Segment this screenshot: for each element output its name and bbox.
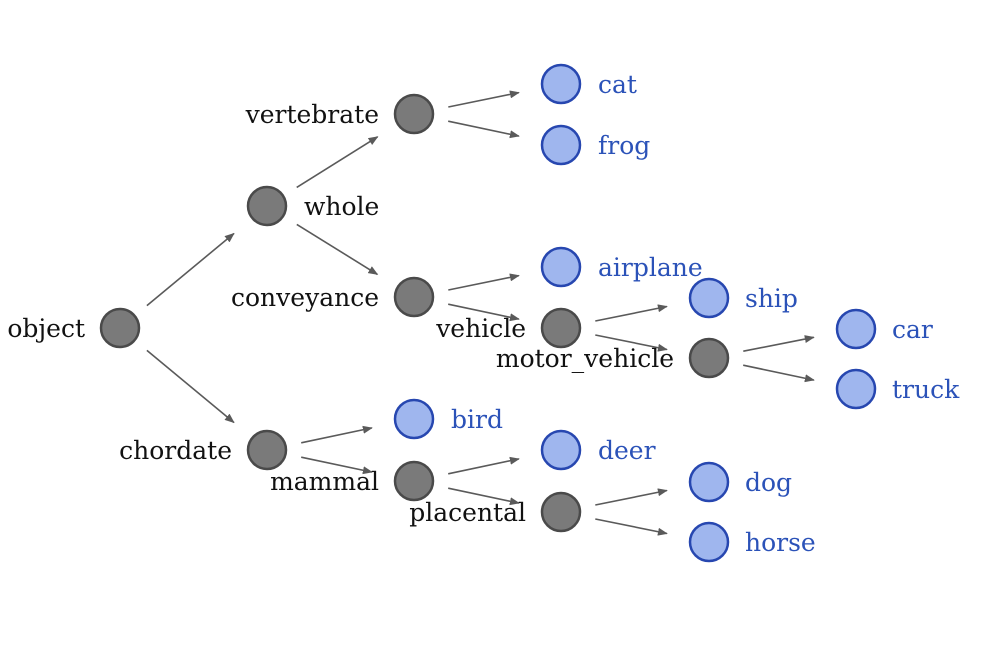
edge-placental-to-dog	[595, 488, 668, 506]
edge-mammal-to-deer	[448, 456, 520, 475]
node-truck	[835, 368, 877, 410]
node-label-vertebrate: vertebrate	[245, 100, 379, 129]
node-airplane	[540, 246, 582, 288]
edge-chordate-to-mammal	[301, 456, 373, 475]
node-label-airplane: airplane	[598, 253, 703, 282]
node-label-placental: placental	[409, 498, 526, 527]
node-label-car: car	[892, 315, 933, 344]
node-label-dog: dog	[745, 468, 792, 497]
node-label-bird: bird	[451, 405, 503, 434]
edge-vehicle-to-motor_vehicle	[595, 334, 668, 352]
node-chordate	[246, 429, 288, 471]
node-label-truck: truck	[892, 375, 960, 404]
edge-whole-to-conveyance	[296, 223, 379, 276]
edge-object-to-whole	[146, 232, 235, 307]
node-deer	[540, 429, 582, 471]
edge-conveyance-to-vehicle	[448, 303, 520, 322]
node-label-motor_vehicle: motor_vehicle	[496, 344, 674, 373]
edge-placental-to-horse	[595, 518, 668, 536]
node-label-horse: horse	[745, 528, 816, 557]
node-label-cat: cat	[598, 70, 637, 99]
node-label-chordate: chordate	[119, 436, 232, 465]
node-bird	[393, 398, 435, 440]
nodes-layer	[99, 63, 877, 563]
edge-object-to-chordate	[146, 349, 235, 424]
node-frog	[540, 124, 582, 166]
node-whole	[246, 185, 288, 227]
node-label-frog: frog	[598, 131, 650, 160]
edge-whole-to-vertebrate	[296, 136, 379, 189]
node-cat	[540, 63, 582, 105]
node-label-object: object	[7, 314, 85, 343]
node-label-vehicle: vehicle	[435, 314, 526, 343]
node-object	[99, 307, 141, 349]
node-dog	[688, 461, 730, 503]
edge-motor_vehicle-to-car	[743, 335, 815, 352]
node-label-conveyance: conveyance	[231, 283, 379, 312]
node-mammal	[393, 460, 435, 502]
edges-layer	[146, 90, 815, 536]
edge-vertebrate-to-frog	[448, 120, 520, 139]
edge-mammal-to-placental	[448, 487, 520, 506]
edge-conveyance-to-airplane	[448, 273, 520, 291]
node-vehicle	[540, 307, 582, 349]
node-ship	[688, 277, 730, 319]
node-label-whole: whole	[304, 192, 379, 221]
node-horse	[688, 521, 730, 563]
edge-vehicle-to-ship	[595, 304, 668, 322]
node-label-mammal: mammal	[270, 467, 379, 496]
edge-motor_vehicle-to-truck	[743, 364, 815, 383]
labels-layer: object whole chordate vertebrate conveyance v…	[7, 70, 960, 557]
node-car	[835, 308, 877, 350]
node-motor_vehicle	[688, 337, 730, 379]
node-conveyance	[393, 276, 435, 318]
edge-chordate-to-bird	[301, 425, 373, 444]
node-label-deer: deer	[598, 436, 656, 465]
node-label-ship: ship	[745, 284, 798, 313]
node-vertebrate	[393, 93, 435, 135]
node-placental	[540, 491, 582, 533]
edge-vertebrate-to-cat	[448, 90, 520, 108]
